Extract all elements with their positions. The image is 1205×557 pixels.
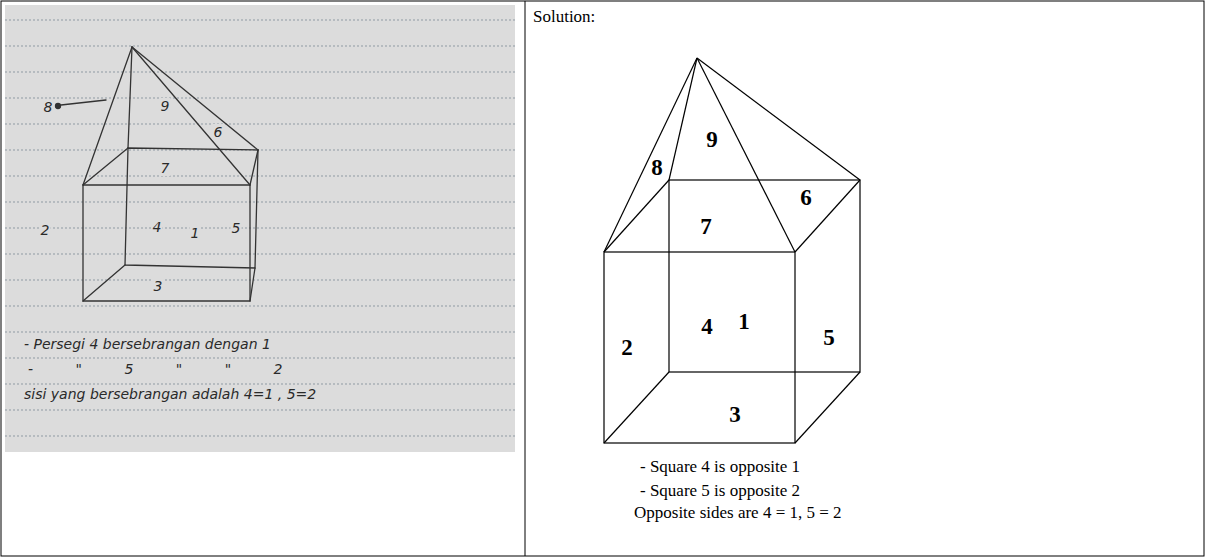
face-number: 4 (701, 314, 713, 340)
face-number: 6 (800, 185, 812, 211)
handwritten-number: 6 (213, 124, 224, 140)
face-number: 8 (651, 155, 663, 181)
handwritten-number: 2 (40, 222, 51, 238)
handwritten-number: 4 (152, 219, 163, 235)
handwritten-number: 5 (231, 220, 242, 236)
face-number: 7 (700, 214, 712, 240)
face-number: 5 (823, 325, 835, 351)
heading: Solution: (533, 7, 595, 27)
ruled-lines (5, 20, 515, 436)
handwritten-note: - Persegi 4 bersebrangan dengan 1 (22, 336, 273, 352)
handwritten-number: 7 (160, 160, 171, 176)
solution-figure (604, 58, 860, 443)
face-number: 2 (621, 335, 633, 361)
table-divider (525, 1, 526, 556)
face-number: 1 (738, 309, 750, 335)
solution-note: - Square 5 is opposite 2 (640, 481, 800, 501)
face-number: 3 (729, 402, 741, 428)
handwritten-number: 1 (190, 225, 201, 241)
handwritten-number: 8 (43, 99, 54, 115)
solution-note: - Square 4 is opposite 1 (640, 457, 800, 477)
face-number: 9 (706, 127, 718, 153)
handwritten-number: 3 (153, 278, 164, 294)
notebook-photo (5, 5, 515, 452)
handwritten-note: sisi yang bersebrangan adalah 4=1 , 5=2 (22, 386, 318, 402)
solution-note: Opposite sides are 4 = 1, 5 = 2 (634, 503, 842, 523)
sketch-figure (56, 47, 259, 301)
handwritten-note: - " 5 " " 2 (26, 361, 284, 377)
handwritten-number: 9 (160, 98, 171, 114)
